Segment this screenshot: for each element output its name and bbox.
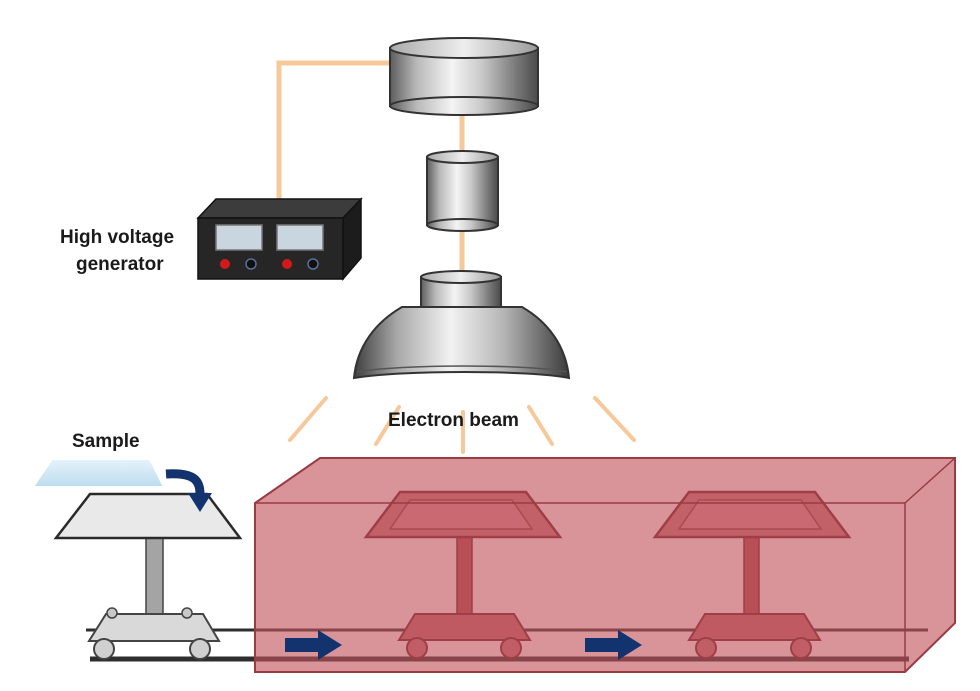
electron-beam-label: Electron beam — [388, 410, 519, 431]
scan-horn — [352, 270, 571, 380]
high-voltage-cable — [276, 60, 393, 203]
terminal-black — [245, 258, 257, 270]
sample-sheet — [31, 458, 166, 488]
generator-label-line2: generator — [76, 254, 164, 275]
right-arrow-icon — [285, 630, 342, 660]
high-voltage-generator-icon — [196, 197, 363, 282]
generator-label-line1: High voltage — [60, 227, 174, 248]
meter-left — [215, 224, 263, 251]
electron-gun-icon — [352, 37, 571, 380]
irradiation-chamber — [254, 457, 956, 673]
loading-cart — [53, 492, 243, 660]
terminal-black — [307, 258, 319, 270]
electron-beam-rays — [288, 396, 636, 454]
terminal-red — [220, 259, 230, 269]
terminal-red — [282, 259, 292, 269]
cathode-cylinder — [389, 37, 539, 116]
curved-down-arrow-icon — [165, 469, 212, 512]
sample-label: Sample — [72, 431, 140, 452]
right-arrow-icon — [585, 630, 642, 660]
accelerator-cylinder — [426, 150, 499, 232]
meter-right — [276, 224, 324, 251]
